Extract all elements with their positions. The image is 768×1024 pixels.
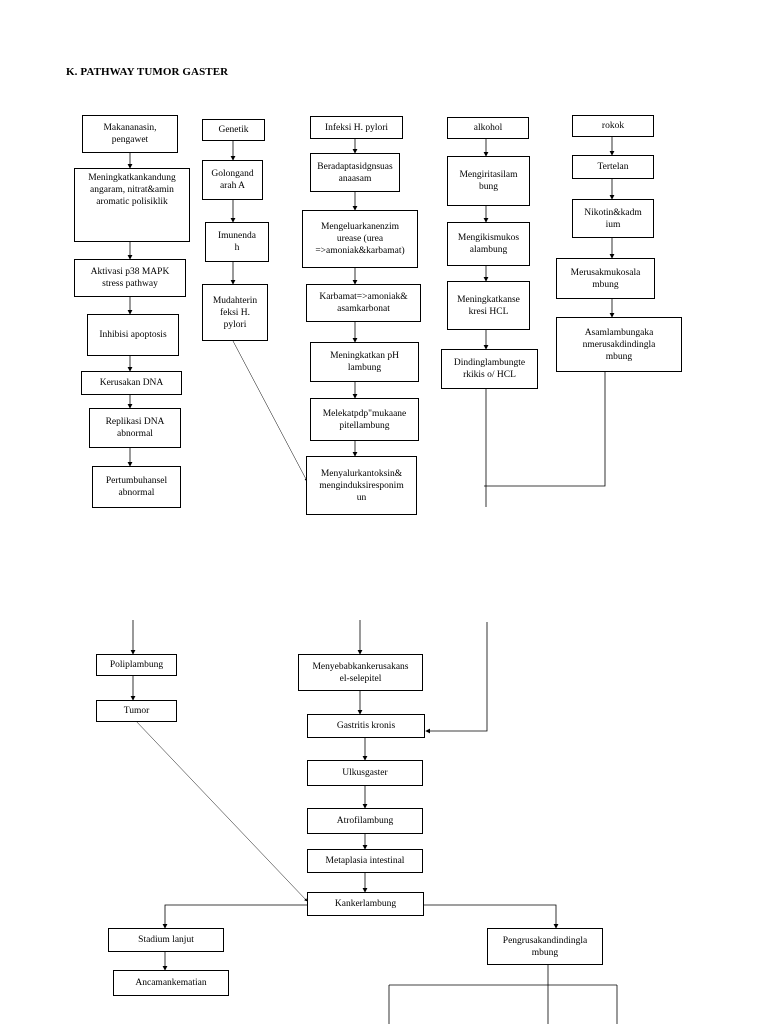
- box-merusak-mukosa: Merusakmukosala mbung: [556, 258, 655, 299]
- box-alkohol: alkohol: [447, 117, 529, 139]
- box-polip-lambung: Poliplambung: [96, 654, 177, 676]
- box-gastritis-kronis: Gastritis kronis: [307, 714, 425, 738]
- box-meningkatkan-sekresi: Meningkatkanse kresi HCL: [447, 281, 530, 330]
- page-title: K. PATHWAY TUMOR GASTER: [66, 66, 229, 78]
- box-golongan-darah: Golongand arah A: [202, 160, 263, 200]
- box-asam-lambung: Asamlambungaka nmerusakdindingla mbung: [556, 317, 682, 372]
- box-rokok: rokok: [572, 115, 654, 137]
- box-metaplasia-intestinal: Metaplasia intestinal: [307, 849, 423, 873]
- box-beradaptasi: Beradaptasidgnsuas anaasam: [310, 153, 400, 192]
- box-karbamat: Karbamat=>amoniak& asamkarbonat: [306, 284, 421, 322]
- box-replikasi-dna: Replikasi DNA abnormal: [89, 408, 181, 448]
- box-melekat: Melekatpdp"mukaane pitellambung: [310, 398, 419, 441]
- box-kanker-lambung: Kankerlambung: [307, 892, 424, 916]
- box-tertelan: Tertelan: [572, 155, 654, 179]
- box-aktivasi-p38: Aktivasi p38 MAPK stress pathway: [74, 259, 186, 297]
- box-ulkus-gaster: Ulkusgaster: [307, 760, 423, 786]
- box-pertumbuhan-sel: Pertumbuhansel abnormal: [92, 466, 181, 508]
- box-genetik: Genetik: [202, 119, 265, 141]
- box-infeksi-h-pylori: Infeksi H. pylori: [310, 116, 403, 139]
- box-mengikis-mukosa: Mengikismukos alambung: [447, 222, 530, 266]
- box-stadium-lanjut: Stadium lanjut: [108, 928, 224, 952]
- box-nikotin-kadmium: Nikotin&kadm ium: [572, 199, 654, 238]
- box-kerusakan-dna: Kerusakan DNA: [81, 371, 182, 395]
- box-makanan-asin: Makananasin, pengawet: [82, 115, 178, 153]
- box-inhibisi-apoptosis: Inhibisi apoptosis: [87, 314, 179, 356]
- box-meningkatkan-kandungan-garam: Meningkatkankandung angaram, nitrat&amin…: [74, 168, 190, 242]
- box-pengrusakan-dinding: Pengrusakandindingla mbung: [487, 928, 603, 965]
- box-meningkatkan-ph: Meningkatkan pH lambung: [310, 342, 419, 382]
- box-mengiritasi: Mengiritasilam bung: [447, 156, 530, 206]
- box-atrofi-lambung: Atrofilambung: [307, 808, 423, 834]
- box-menyalurkan-toksin: Menyalurkantoksin& menginduksiresponim u…: [306, 456, 417, 515]
- box-mengeluarkan-enzim: Mengeluarkanenzim urease (urea =>amoniak…: [302, 210, 418, 268]
- box-dinding-lambung-terkikis: Dindinglambungte rkikis o/ HCL: [441, 349, 538, 389]
- box-ancaman-kematian: Ancamankematian: [113, 970, 229, 996]
- box-mudah-terinfeksi: Mudahterin feksi H. pylori: [202, 284, 268, 341]
- box-menyebabkan-kerusakan: Menyebabkankerusakans el-selepitel: [298, 654, 423, 691]
- box-imunenda: Imunenda h: [205, 222, 269, 262]
- box-tumor: Tumor: [96, 700, 177, 722]
